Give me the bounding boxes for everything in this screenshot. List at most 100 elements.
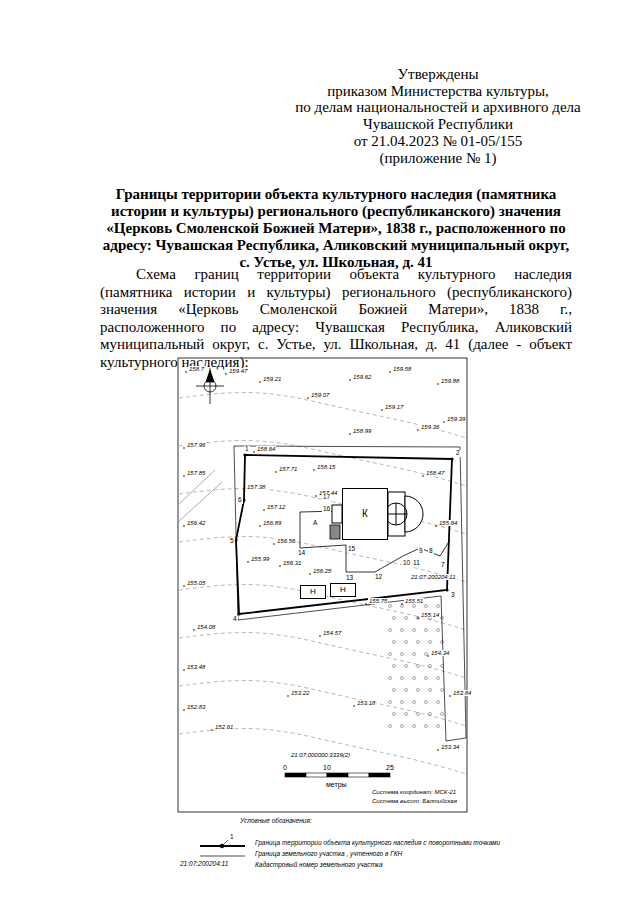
elevation-mark: 152.83 (186, 704, 206, 710)
header-line: от 21.04.2023 № 01-05/155 (354, 133, 523, 150)
tree-symbol (389, 653, 392, 656)
point-number: 13 (345, 575, 354, 582)
elevation-point (287, 695, 289, 697)
turning-point (445, 588, 448, 591)
elevation-point (422, 475, 424, 477)
tree-symbol (437, 677, 440, 680)
tree-symbol (401, 677, 404, 680)
point-number: 1 (244, 446, 250, 453)
land-plot-boundary (234, 446, 466, 741)
point-number: 5 (229, 538, 235, 545)
legend-text: Граница земельного участка , учтенного в… (255, 851, 402, 858)
legend-text: Граница территории объекта культурного н… (255, 840, 500, 847)
node-label: Н (310, 588, 316, 596)
elevation-mark: 155.14 (420, 612, 440, 618)
building-box: Н (300, 585, 326, 599)
turning-points (234, 453, 453, 615)
coordinate-system: Система координат: МСК-21 (372, 789, 456, 795)
tree-symbol (437, 629, 440, 632)
elevation-point (259, 381, 261, 383)
elevation-mark: 159.47 (228, 368, 248, 374)
elevation-point (319, 635, 321, 637)
header-line: по делам национальностей и архивного дел… (295, 99, 580, 116)
elevation-point (309, 573, 311, 575)
tree-symbol (413, 653, 416, 656)
turning-point (237, 612, 240, 615)
tree-symbol (401, 605, 404, 608)
elevation-point (349, 433, 351, 435)
church-porch (332, 505, 342, 523)
road-edges (178, 470, 222, 522)
tree-symbol (437, 725, 440, 728)
scale-segment (327, 773, 348, 777)
header-line: Утверждены (397, 66, 478, 83)
point-number: 15 (347, 546, 356, 553)
point-number: 16 (322, 506, 331, 513)
tree-symbol (413, 605, 416, 608)
building-box: Н (330, 583, 356, 597)
north-arrow (196, 368, 224, 404)
elevation-point (185, 371, 187, 373)
area-letter: А (312, 520, 318, 527)
elevation-mark: 159.88 (440, 378, 460, 384)
elevation-mark: 156.42 (186, 520, 206, 526)
point-number: 3 (450, 592, 456, 599)
tree-symbol (429, 689, 432, 692)
elevation-point (427, 655, 429, 657)
elevation-mark: 159.36 (420, 424, 440, 430)
turning-point (234, 538, 237, 541)
tree-symbol (425, 653, 428, 656)
tree-symbol (413, 725, 416, 728)
point-number: 4 (232, 616, 238, 623)
scale-value: 10 (323, 764, 331, 771)
tree-symbol (393, 689, 396, 692)
tree-symbol (425, 677, 428, 680)
tree-symbol (429, 665, 432, 668)
road-edge (178, 482, 222, 522)
turning-point (242, 498, 245, 501)
contour-line (179, 633, 466, 678)
tree-symbol (437, 605, 440, 608)
elevation-mark: 155.64 (438, 520, 458, 526)
elevation-mark: 153.84 (452, 690, 472, 696)
tree-symbol (401, 701, 404, 704)
contour-line (179, 585, 466, 630)
elevation-point (183, 447, 185, 449)
compass-north (206, 370, 214, 382)
point-number: 2 (455, 450, 461, 457)
contour-line (179, 681, 466, 726)
elevation-point (275, 471, 277, 473)
tree-symbol (389, 701, 392, 704)
legend-point-number: 1 (229, 834, 235, 841)
tree-symbol (429, 641, 432, 644)
document-title: Границы территории объекта культурного н… (100, 186, 572, 271)
tree-symbol (393, 617, 396, 620)
point-number: 7 (440, 562, 446, 569)
tree-symbol (429, 713, 432, 716)
elevation-mark: 153.22 (290, 690, 310, 696)
scale-unit: метры (326, 781, 347, 788)
elevation-mark: 155.99 (250, 556, 270, 562)
elevation-mark: 159.58 (392, 366, 412, 372)
tree-symbol (425, 605, 428, 608)
tree-symbol (417, 665, 420, 668)
tree-symbol (441, 713, 444, 716)
point-number: 12 (374, 574, 383, 581)
elevation-point (417, 617, 419, 619)
elevation-mark: 154.57 (322, 630, 342, 636)
elevation-mark: 159.21 (262, 376, 282, 382)
turning-point (450, 457, 453, 460)
node-label: К (362, 509, 368, 519)
elevation-point (247, 561, 249, 563)
turning-point (243, 453, 246, 456)
cadastral-number: 21:07:000000:3339(2) (290, 752, 351, 758)
cadastral-number: 21:07:200204:11 (410, 574, 457, 580)
church-dome (385, 503, 407, 525)
elevation-point (443, 421, 445, 423)
legend-samples (200, 840, 245, 856)
scale-segment (306, 773, 327, 777)
elevation-point (381, 409, 383, 411)
legend-heading: Условные обозначения: (240, 818, 312, 825)
